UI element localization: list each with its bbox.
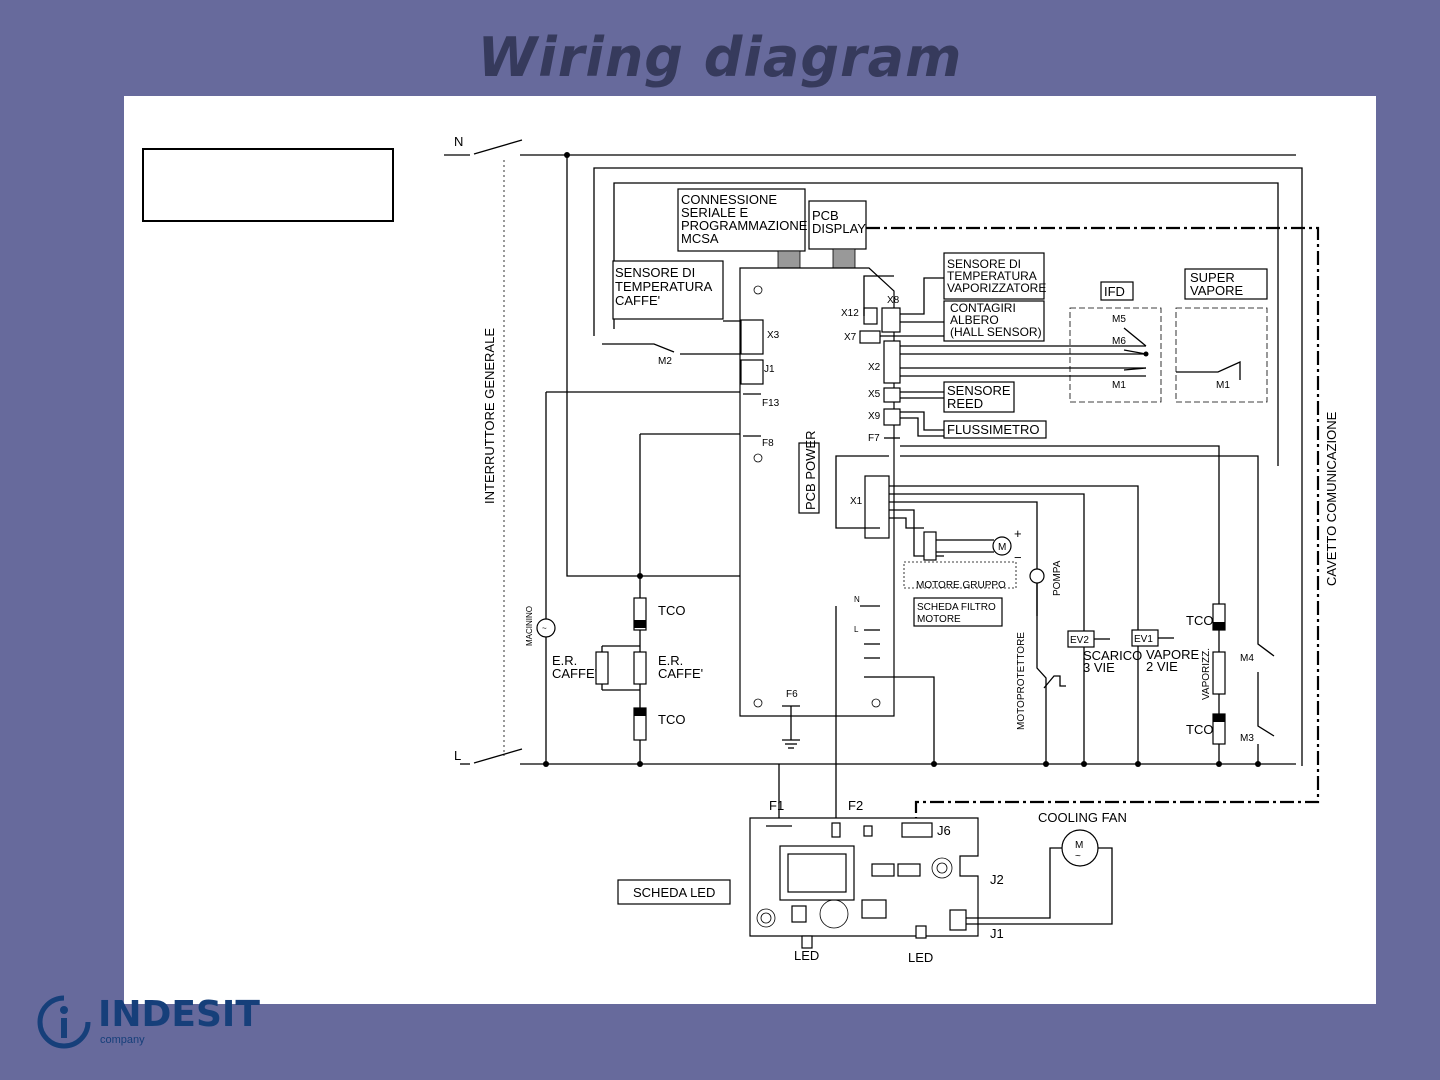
j1-label: J1 (764, 364, 775, 375)
indesit-logo: INDESIT company (36, 994, 260, 1050)
empty-label-box (142, 148, 394, 222)
motor-gruppo-icon (992, 536, 1012, 556)
scarico-label: SCARICO 3 VIE (1083, 648, 1146, 675)
wiring-diagram: N L INTERRUTTORE GENERALE CONNESSIONE SE… (444, 134, 1339, 965)
x5-label: X5 (868, 389, 881, 400)
live-label: L (454, 748, 461, 763)
motoprotettore-label: MOTOPROTETTORE (1016, 632, 1027, 730)
ifd-box (1100, 281, 1134, 301)
cooling-fan-label: COOLING FAN (1038, 810, 1127, 825)
j1-led-connector (949, 909, 967, 931)
pcb-power-label: PCB POWER (803, 431, 818, 510)
live-rail (460, 748, 1296, 765)
motore-gruppo-label: MOTORE GRUPPO (916, 580, 1006, 591)
m1b-label: M1 (1216, 380, 1230, 391)
tco-top-label: TCO (658, 603, 685, 618)
x2-label: X2 (868, 362, 881, 373)
neutral-rail (444, 139, 1296, 156)
f1-label: F1 (769, 798, 784, 813)
l-conn-label: L (854, 625, 859, 634)
m3-label: M3 (1240, 733, 1254, 744)
sensore-reed-label: SENSORE REED (947, 383, 1014, 411)
serial-box (677, 188, 806, 252)
m6-label: M6 (1112, 336, 1126, 347)
sensore-reed-box (943, 381, 1015, 413)
er-left-label: E.R. CAFFE' (552, 653, 597, 681)
flussimetro-label: FLUSSIMETRO (947, 422, 1039, 437)
tco-v1-label: TCO (1186, 613, 1213, 628)
led1-label: LED (794, 948, 819, 963)
scheda-filtro-label: SCHEDA FILTRO MOTORE (917, 602, 999, 625)
slide-title: Wiring diagram (477, 26, 963, 89)
f7-label: F7 (868, 433, 880, 444)
comm-cable (866, 226, 1320, 818)
logo-word: INDESIT (98, 994, 260, 1035)
n-conn-label: N (854, 595, 860, 604)
led2-label: LED (908, 950, 933, 965)
m1a-label: M1 (1112, 380, 1126, 391)
f2-label: F2 (848, 798, 863, 813)
minus-label: − (1014, 550, 1022, 565)
contagiri-label: CONTAGIRI ALBERO (HALL SENSOR) (950, 301, 1042, 339)
super-vapore-label: SUPER VAPORE (1190, 270, 1244, 298)
serial-box-label: CONNESSIONE SERIALE E PROGRAMMAZIONE MCS… (681, 192, 811, 246)
ev2-label: EV2 (1070, 635, 1089, 646)
tco-bottom-label: TCO (658, 712, 685, 727)
x8-label: X8 (887, 295, 900, 306)
m2-label: M2 (658, 356, 672, 367)
f8-label: F8 (762, 438, 774, 449)
main-switch-label: INTERRUTTORE GENERALE (482, 328, 497, 504)
svg-text:~: ~ (542, 624, 547, 633)
m4-label: M4 (1240, 653, 1254, 664)
j6-connector (901, 822, 933, 838)
f13-label: F13 (762, 398, 780, 409)
x7-label: X7 (844, 332, 857, 343)
logo-mark-icon (37, 995, 91, 1049)
scheda-led-box (617, 879, 731, 905)
pcb-display-box (808, 200, 867, 250)
logo-sub: company (100, 1034, 145, 1046)
super-vapore-box (1184, 268, 1268, 300)
x3-label: X3 (767, 330, 780, 341)
x12-label: X12 (841, 308, 859, 319)
pcb-display-label: PCB DISPLAY (812, 208, 866, 236)
j1-led-label: J1 (990, 926, 1004, 941)
sensor-vapor-box (943, 252, 1045, 300)
x9-label: X9 (868, 411, 881, 422)
motor-m-label: M (998, 542, 1006, 553)
f6-label: F6 (786, 689, 798, 700)
macinino-label: MACININO (525, 606, 534, 646)
pompa-icon (1029, 568, 1045, 584)
scheda-led-label: SCHEDA LED (633, 885, 715, 900)
svg-text:~: ~ (1075, 851, 1081, 862)
j6-label: J6 (937, 823, 951, 838)
diagram-panel: N L INTERRUTTORE GENERALE CONNESSIONE SE… (124, 96, 1376, 1004)
x1-label: X1 (850, 496, 863, 507)
scheda-filtro-box (913, 597, 1003, 627)
vaporizz-label: VAPORIZZ. (1201, 648, 1212, 700)
contagiri-box (943, 300, 1045, 342)
pompa-label: POMPA (1052, 560, 1063, 596)
ev1-label: EV1 (1134, 634, 1153, 645)
sensor-caffe-box (612, 260, 724, 320)
plus-label: + (1014, 526, 1022, 541)
m5-label: M5 (1112, 314, 1126, 325)
tco-v2-label: TCO (1186, 722, 1213, 737)
ifd-label: IFD (1104, 284, 1125, 299)
fan-m-label: M (1075, 840, 1083, 851)
sensor-vapor-label: SENSORE DI TEMPERATURA VAPORIZZATORE (947, 257, 1046, 295)
sensor-caffe-label: SENSORE DI TEMPERATURA CAFFE' (615, 265, 715, 308)
j2-label: J2 (990, 872, 1004, 887)
er-right-label: E.R. CAFFE' (658, 653, 703, 681)
neutral-label: N (454, 134, 463, 149)
vapore-label: VAPORE 2 VIE (1146, 647, 1203, 674)
comm-cable-label: CAVETTO COMUNICAZIONE (1324, 411, 1339, 586)
